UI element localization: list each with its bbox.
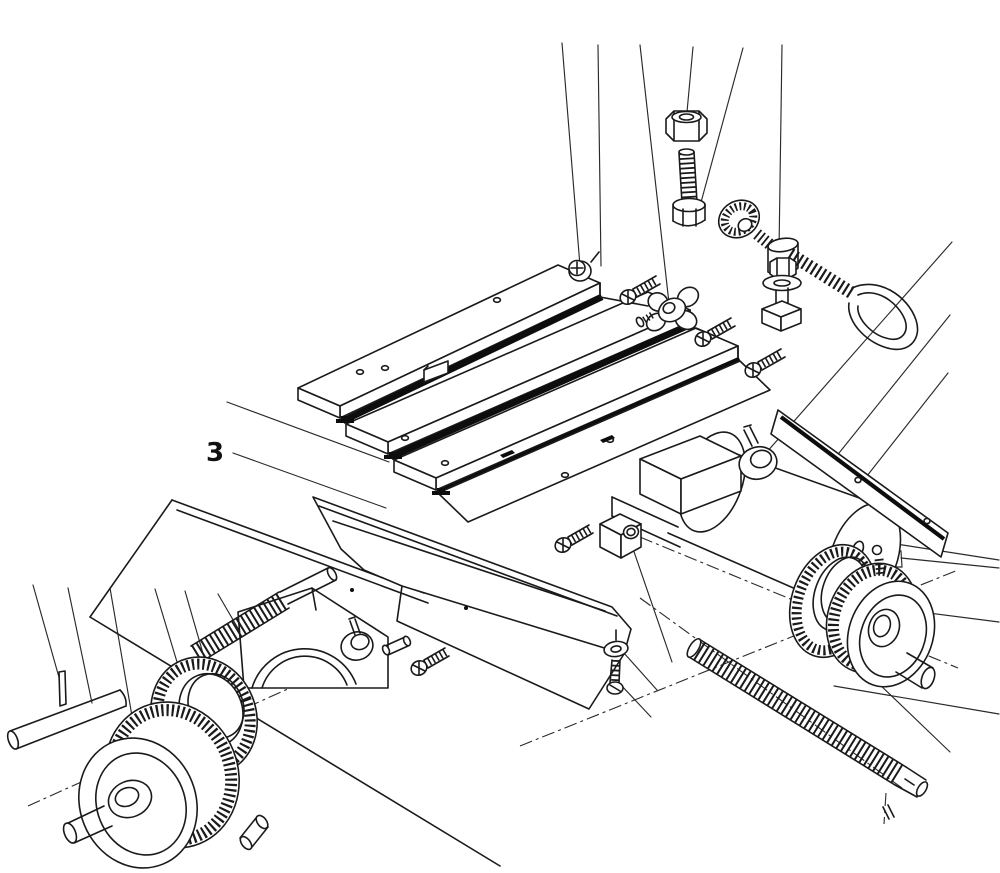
table-key-tab <box>423 360 449 383</box>
gib-strip <box>770 409 949 558</box>
eye-bolt-spring <box>786 248 919 351</box>
pan-head-screw <box>568 251 600 282</box>
saddle-casting <box>312 496 632 710</box>
star-knob <box>635 286 700 332</box>
x-axis-leadscrew <box>190 566 338 663</box>
shaft-collar-left <box>340 616 374 661</box>
handwheel-shaft-stub <box>895 652 936 690</box>
left-handwheel <box>62 701 240 869</box>
t-nut <box>761 300 802 332</box>
clamp-assembly <box>717 199 919 351</box>
t-slot-groove <box>341 294 604 424</box>
crank-handle-peg <box>239 814 269 851</box>
clamp-hex-nut <box>769 257 797 279</box>
pan-head-screw <box>410 647 450 677</box>
shaft-collar-right <box>738 424 778 481</box>
detent-ball-spring <box>871 544 886 577</box>
t-slot-table-top <box>297 264 771 523</box>
star-knob-stud <box>635 312 654 328</box>
hex-bolt <box>672 148 706 227</box>
detent-spring <box>874 558 886 577</box>
t-slot-profile <box>384 452 402 459</box>
pan-head-screw <box>619 275 661 306</box>
clamp-washer <box>762 274 802 292</box>
t-slot-groove <box>389 321 694 460</box>
t-slot-profile <box>432 488 450 495</box>
t-slot-profile <box>336 416 354 423</box>
cross-shaft <box>6 689 127 750</box>
callout-3-label: 3 <box>206 438 224 468</box>
pan-head-screw <box>694 317 736 348</box>
nut-block <box>599 513 642 559</box>
pan-head-screw <box>554 524 594 554</box>
clamp-knob <box>717 199 777 252</box>
right-handwheel <box>825 562 936 690</box>
washer-screw <box>603 629 629 695</box>
pan-head-screw <box>744 348 786 379</box>
detent-ball <box>871 544 883 556</box>
taper-pin <box>58 670 67 707</box>
y-axis-leadscrew <box>686 637 929 820</box>
stud-pin <box>381 635 412 656</box>
leadscrew-key <box>882 804 895 820</box>
set-screw <box>348 616 361 636</box>
set-screw <box>743 424 759 447</box>
hex-nut <box>665 110 708 142</box>
table-holes <box>355 296 615 479</box>
handwheel-shaft-stub <box>62 805 113 844</box>
